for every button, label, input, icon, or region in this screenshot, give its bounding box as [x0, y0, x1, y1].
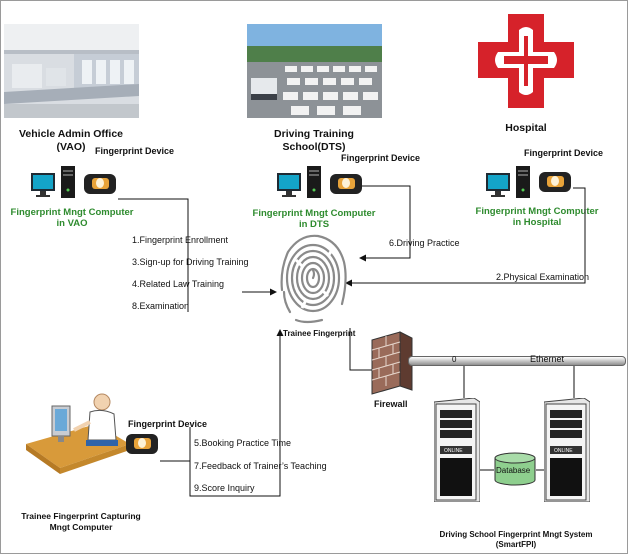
ethernet-bar — [408, 356, 626, 366]
trainee-fingerprint-icon — [276, 230, 350, 331]
vao-computer-label: Fingerprint Mngt Computer in VAO — [10, 207, 134, 229]
hospital-cross-icon — [466, 6, 586, 116]
vao-title: Vehicle Admin Office (VAO) — [18, 128, 124, 153]
trainee-at-computer-icon — [22, 388, 134, 481]
hospital-fingerprint-device-icon — [537, 166, 573, 201]
firewall-icon — [370, 330, 414, 401]
firewall-label: Firewall — [374, 399, 408, 409]
vao-step-4: 4.Related Law Training — [132, 279, 225, 289]
dts-title: Driving Training School(DTS) — [274, 128, 354, 153]
trainee-computer-label: Trainee Fingerprint Capturing Mngt Compu… — [21, 511, 141, 532]
trainee-fingerprint-device-icon — [124, 428, 160, 463]
dts-computer-tower-icon — [307, 166, 321, 203]
trainee-device-label: Fingerprint Device — [128, 419, 208, 429]
server-left-icon — [433, 397, 481, 507]
vao-device-label: Fingerprint Device — [95, 146, 175, 156]
hospital-step-2: 2.Physical Examination — [496, 272, 590, 282]
hospital-computer-tower-icon — [516, 166, 530, 203]
trainee-step-9: 9.Score Inquiry — [194, 483, 255, 493]
vao-photo — [4, 24, 139, 118]
server-left-tag: ONLINE — [444, 448, 463, 454]
trainee-step-5: 5.Booking Practice Time — [194, 438, 292, 448]
hospital-title: Hospital — [505, 122, 547, 134]
ethernet-label: Ethernet — [530, 354, 565, 364]
vao-step-8: 8.Examination — [132, 301, 190, 311]
database-icon — [494, 452, 536, 491]
vao-computer-tower-icon — [61, 166, 75, 203]
trainee-fingerprint-label: Trainee Fingerprint — [283, 329, 356, 338]
system-label: Driving School Fingerprint Mngt System (… — [439, 530, 593, 549]
hospital-monitor-icon — [485, 172, 511, 203]
hospital-device-label: Fingerprint Device — [524, 148, 604, 158]
vao-step-3: 3.Sign-up for Driving Training — [132, 257, 249, 267]
ethernet-zero-label: 0 — [452, 355, 457, 364]
vao-step-1: 1.Fingerprint Enrollment — [132, 235, 229, 245]
database-label: Database — [496, 466, 531, 475]
dts-fingerprint-device-icon — [328, 168, 364, 203]
vao-monitor-icon — [30, 172, 56, 203]
dts-device-label: Fingerprint Device — [341, 153, 421, 163]
vao-fingerprint-device-icon — [82, 168, 118, 203]
hospital-computer-label: Fingerprint Mngt Computer in Hospital — [475, 206, 599, 228]
dts-computer-label: Fingerprint Mngt Computer in DTS — [252, 208, 376, 230]
trainee-step-7: 7.Feedback of Trainer’s Teaching — [194, 461, 327, 471]
dts-monitor-icon — [276, 172, 302, 203]
server-right-tag: ONLINE — [554, 448, 573, 454]
dts-photo — [247, 24, 382, 118]
dts-step-6: 6.Driving Practice — [389, 238, 460, 248]
